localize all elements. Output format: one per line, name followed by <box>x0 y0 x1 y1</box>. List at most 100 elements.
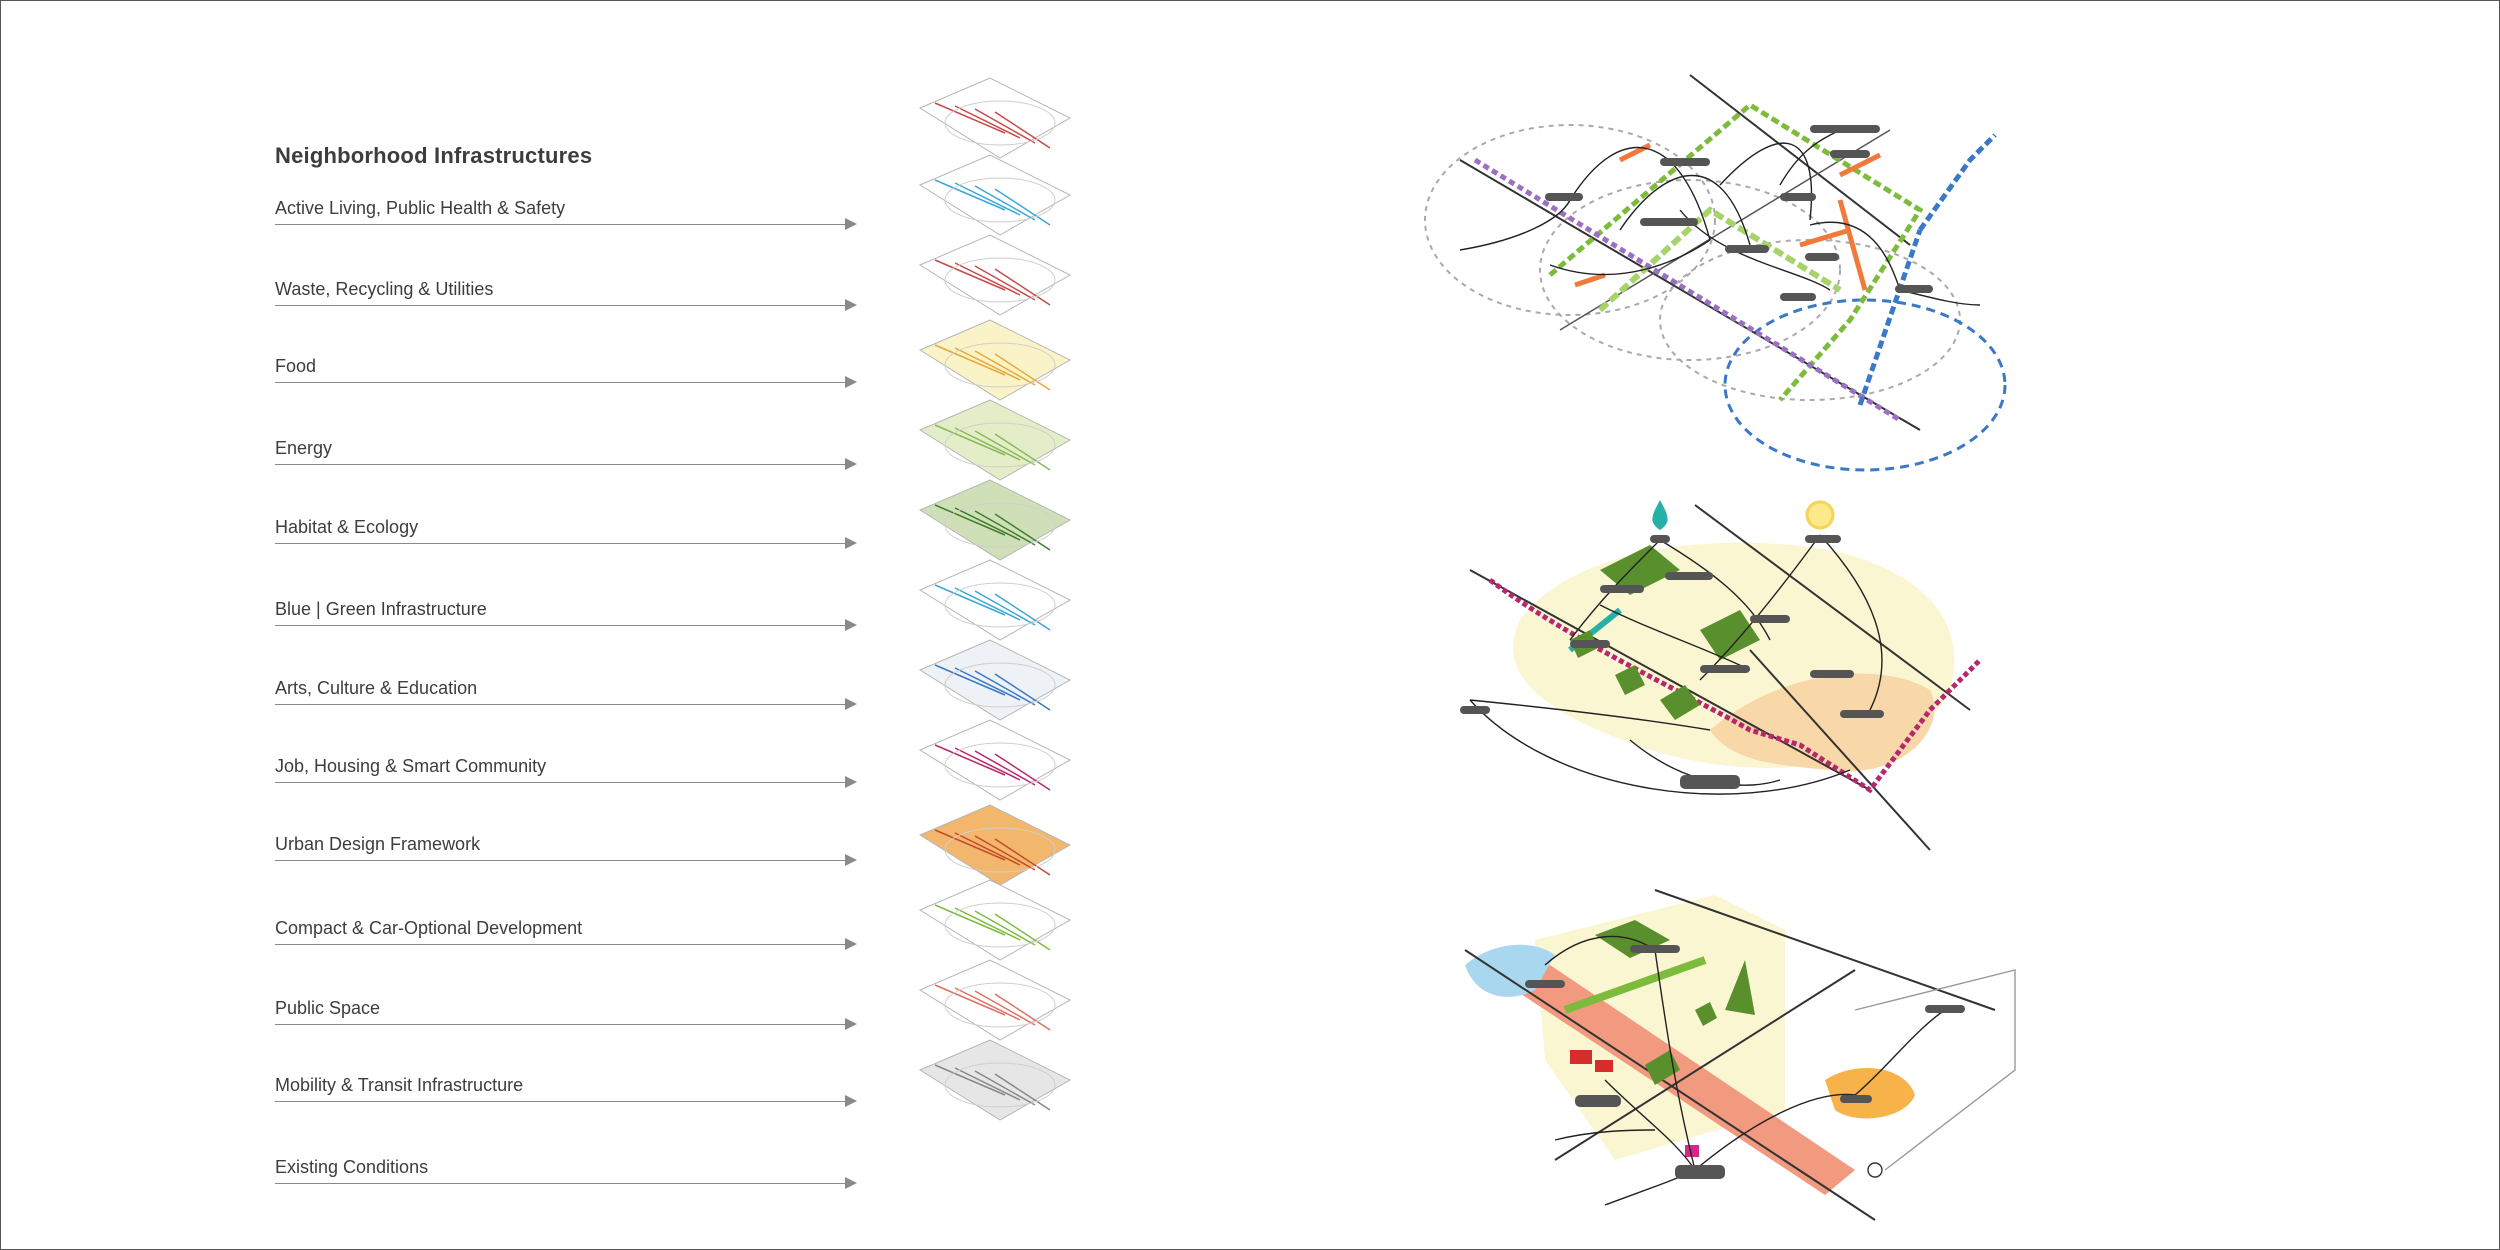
arrow-right-icon <box>845 698 857 710</box>
magenta-corridor <box>1488 577 1982 794</box>
arrow-right-icon <box>845 854 857 866</box>
green-park-block <box>1615 665 1645 695</box>
leader-line <box>275 704 845 705</box>
arrow-right-icon <box>845 537 857 549</box>
diagram-node <box>1570 640 1610 648</box>
peach-zone-fill <box>1710 673 1935 772</box>
rail-yard-outline <box>1854 969 2016 1171</box>
diagram-node <box>1830 150 1870 158</box>
street-line <box>1749 649 1931 851</box>
water-drop-icon <box>1652 500 1668 530</box>
layer-thumbnail <box>918 319 1072 401</box>
layer-label: Energy <box>275 438 333 458</box>
layer-thumbnail <box>918 234 1072 316</box>
walk-radius-circle <box>1424 124 1716 316</box>
arrow-right-icon <box>845 458 857 470</box>
layer-thumbnail <box>918 559 1072 641</box>
orange-crossing <box>1837 199 1868 291</box>
arrow-right-icon <box>845 218 857 230</box>
layer-row: Arts, Culture & Education <box>275 678 857 714</box>
red-building-block <box>1595 1060 1613 1072</box>
walk-radius-circle <box>1539 179 1841 361</box>
street-line <box>1654 889 1996 1011</box>
diagram-node <box>1810 670 1854 678</box>
layer-label: Arts, Culture & Education <box>275 678 478 698</box>
diagram-node <box>1925 1005 1965 1013</box>
green-corridor <box>1563 956 1707 1014</box>
layer-row: Public Space <box>275 998 857 1034</box>
green-park-block <box>1700 610 1760 660</box>
layer-row: Waste, Recycling & Utilities <box>275 279 857 315</box>
arrow-right-icon <box>845 299 857 311</box>
blue-route-path <box>1857 229 1923 406</box>
diagram-node <box>1660 158 1710 166</box>
diagram-node <box>1675 1165 1725 1179</box>
layer-label: Waste, Recycling & Utilities <box>275 279 494 299</box>
layer-thumbnail <box>918 879 1072 961</box>
leader-line <box>275 305 845 306</box>
layer-thumbnail <box>918 399 1072 481</box>
blue-green-systems-diagram <box>1460 500 1982 851</box>
diagram-node <box>1725 245 1769 253</box>
diagram-node <box>1575 1095 1621 1107</box>
street-line <box>1554 969 1856 1161</box>
red-building-block <box>1570 1050 1592 1064</box>
diagram-node <box>1460 706 1490 714</box>
greenway-path <box>1597 206 1842 313</box>
blue-route-path <box>1917 133 1997 232</box>
leader-line <box>275 1101 845 1102</box>
leader-line <box>275 625 845 626</box>
transit-radius-circle <box>1723 298 2007 472</box>
layer-row: Mobility & Transit Infrastructure <box>275 1075 857 1111</box>
metro-icon <box>1867 1162 1883 1178</box>
layer-row: Active Living, Public Health & Safety <box>275 198 857 234</box>
layer-label: Mobility & Transit Infrastructure <box>275 1075 524 1095</box>
layer-row: Energy <box>275 438 857 474</box>
leader-line <box>275 1183 845 1184</box>
peach-zone-fill <box>1825 1068 1915 1119</box>
street-line <box>1689 74 1911 246</box>
diagram-node <box>1600 585 1644 593</box>
arrow-right-icon <box>845 619 857 631</box>
street-line <box>1464 949 1876 1221</box>
diagram-node <box>1650 535 1670 543</box>
magenta-building-block <box>1685 1145 1699 1157</box>
layer-thumbnail <box>918 804 1072 886</box>
layer-label: Job, Housing & Smart Community <box>275 756 547 776</box>
diagram-node <box>1780 293 1816 301</box>
layer-row: Food <box>275 356 857 392</box>
diagram-node <box>1630 945 1680 953</box>
street-line <box>1694 504 1971 711</box>
layer-thumbnail <box>918 719 1072 801</box>
layer-row: Compact & Car-Optional Development <box>275 918 857 954</box>
diagram-node <box>1805 535 1841 543</box>
layer-label: Compact & Car-Optional Development <box>275 918 583 938</box>
leader-line <box>275 944 845 945</box>
layer-label: Blue | Green Infrastructure <box>275 599 487 619</box>
diagram-node <box>1810 125 1880 133</box>
diagram-node <box>1640 218 1698 226</box>
diagram-node <box>1700 665 1750 673</box>
layer-row: Blue | Green Infrastructure <box>275 599 857 635</box>
urban-design-framework-diagram <box>1464 889 2016 1221</box>
layer-row: Habitat & Ecology <box>275 517 857 553</box>
orange-crossing <box>1574 272 1606 288</box>
leader-line <box>275 782 845 783</box>
street-line <box>1469 569 1871 791</box>
leader-line <box>275 1024 845 1025</box>
arrow-right-icon <box>845 376 857 388</box>
salmon-corridor-fill <box>1515 965 1855 1195</box>
layer-label: Habitat & Ecology <box>275 517 419 537</box>
page-title: Neighborhood Infrastructures <box>275 143 593 168</box>
green-park-block <box>1695 1002 1717 1026</box>
sun-icon <box>1805 500 1835 530</box>
diagram-node <box>1525 980 1565 988</box>
layer-label: Urban Design Framework <box>275 834 481 854</box>
green-park-block <box>1725 960 1755 1015</box>
leader-line <box>275 543 845 544</box>
arrow-right-icon <box>845 938 857 950</box>
green-park-block <box>1660 685 1700 720</box>
leader-line <box>275 464 845 465</box>
layer-thumbnail <box>918 154 1072 236</box>
layer-label: Public Space <box>275 998 381 1018</box>
